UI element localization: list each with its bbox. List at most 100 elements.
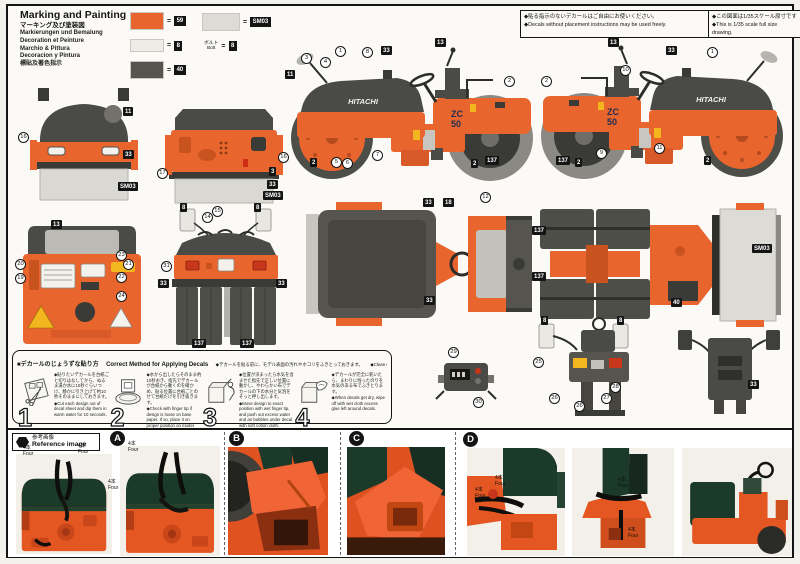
reference-photo [572,448,674,556]
title-spanish: Decoracion y Pintura [20,53,81,60]
bolt-label: ボルト Bolt [204,41,218,51]
equals-sign: = [167,66,172,74]
callout-square-40: 40 [671,298,682,307]
top-view-art [306,202,532,326]
title-italian: Marchio & Pittura [20,45,70,52]
equals-sign: = [243,18,248,26]
callout-square-11: 11 [123,107,134,116]
brand-logo: HITACHI [696,95,727,104]
title-chinese: 標貼及著色指示 [20,61,63,68]
title-german: Markierungen und Bemalung [20,30,103,37]
page-title: Marking and Painting [20,9,127,21]
color-swatch-darkgray [130,61,164,79]
reference-photo [682,448,792,556]
decal-step-text: ◆貼りたいデカールを台紙ごと切りはなしてから、ぬるま湯か水に10秒ぐらいつけ、静… [54,372,110,428]
reference-label-en: Reference image [32,441,87,449]
legend-row: = 8 [130,39,183,52]
callout-square-2: 2 [310,158,318,167]
callout-circle-2: 2 [541,76,552,87]
meter-part-art [435,363,497,400]
rear-mirrors-art [172,208,280,345]
callout-circle-26: 26 [574,401,585,412]
color-swatch-silver [130,39,164,52]
callout-square-13: 13 [435,38,446,47]
title-japanese: マーキング及び塗装図 [20,22,85,30]
callout-circle-29: 29 [448,347,459,358]
hexagon-icon [16,436,29,448]
section-divider [224,432,225,555]
operator-station-rear-diagram: 33 [668,322,793,417]
callout-circle-12: 12 [480,192,491,203]
step-text-ja: ◆位置が決まったら水気を含ませた指先で正しい位置に動かし、やわらかい布でデカール… [239,372,294,399]
callout-square-13: 13 [608,38,619,47]
callout-circle-2: 2 [504,76,515,87]
model-logo-bottom: 50 [607,117,617,127]
scale-note-en: ◆This is 1/35 scale full size drawing. [712,22,778,37]
callout-square-2: 2 [704,156,712,165]
callout-circle-31: 31 [161,261,172,272]
callout-square-3: 3 [269,167,277,176]
section-badge-d: D [463,432,478,447]
callout-circle-26: 26 [549,393,560,404]
front-view-art [30,88,138,201]
callout-square-137: 137 [485,156,500,165]
decal-guide-title-en: Correct Method for Applying Decals [106,362,209,368]
decal-step-3: ◆位置が決まったら水気を含ませた指先で正しい位置に動かし、やわらかい布でデカール… [202,372,295,432]
decal-step-text: ◆デカールが完全に乾いたら、まわりに残ったのりを水気のある布でふきとります。 ◆… [332,372,388,428]
callout-circle-6: 6 [342,158,353,169]
step-number: 3 [202,404,217,432]
paint-code: 8 [174,40,183,51]
title-french: Decoration et Peinture [20,38,85,45]
decal-step-1: ◆貼りたいデカールを台紙ごと切りはなしてから、ぬるま湯か水に10秒ぐらいつけ、静… [17,372,110,432]
callout-circle-14: 14 [202,212,213,223]
callout-square-SM03: SM03 [752,244,772,253]
decal-note-box: ◆貼る指示のないデカールはご自由にお使いください。 ◆Decals withou… [520,10,712,38]
callout-circle-11: 11 [654,143,665,154]
model-logo-bottom: 50 [451,119,461,129]
decal-step-4: ◆デカールが完全に乾いたら、まわりに残ったのりを水気のある布でふきとります。 ◆… [295,372,388,431]
callout-square-SM03: SM03 [118,182,138,191]
step-text-en: ◆Move design to exact position with wet … [239,400,293,428]
callout-circle-23: 23 [116,250,127,261]
callout-circle-21: 21 [123,259,134,270]
bolt-label-ja: ボルト [204,41,219,46]
legend-row-bolt: ボルト Bolt = 8 [204,41,237,52]
step-number: 2 [110,404,125,432]
decal-step-2: ◆水から出したらそのまま約10秒おき、指先でデカールが台紙から動くのを確かめ、貼… [110,372,203,439]
right-side-view-art: HITACHI ZC 50 [539,44,785,181]
paint-code: 40 [174,65,186,75]
legend-row: = 40 [130,61,186,79]
callout-square-2: 2 [471,159,479,168]
decal-step-text: ◆水から出したらそのまま約10秒おき、指先でデカールが台紙から動くのを確かめ、貼… [147,372,203,439]
bottom-view-art [540,203,781,327]
callout-square-137: 137 [556,156,571,165]
decal-guide-steps: ◆貼りたいデカールを台紙ごと切りはなしてから、ぬるま湯か水に10秒ぐらいつけ、静… [17,372,388,439]
callout-circle-5: 5 [331,157,342,168]
callout-circle-16: 16 [278,152,289,163]
step-text-ja: ◆デカールが完全に乾いたら、まわりに残ったのりを水気のある布でふきとります。 [331,372,384,394]
equals-sign: = [167,17,172,25]
callout-square-11: 11 [285,70,296,79]
callout-circle-19: 19 [15,273,26,284]
legend-row: = 59 [130,12,186,30]
callout-square-33: 33 [748,380,759,389]
console-detail-art [23,226,141,344]
callout-square-137: 137 [240,339,255,348]
reference-photo [228,447,328,555]
step-text-en: ◆When decals get dry, wipe off with wet … [331,395,385,411]
callout-circle-8: 8 [362,47,373,58]
decal-guide-note-en: ◆Clean model surface with wet cloth. [370,362,387,367]
decal-guide-title-ja: ■デカールのじょうずな貼り方 [17,362,99,368]
paint-code: SM03 [250,17,271,27]
paint-color-legend: = 59 = 8 = 40 = SM03 ボルト Bolt = 8 [130,12,290,84]
callout-square-137: 137 [192,339,207,348]
paint-code: 59 [174,16,186,26]
callout-circle-17: 17 [157,168,168,179]
callout-circle-16: 16 [18,132,29,143]
step-number: 1 [17,404,32,432]
callout-square-8: 8 [254,203,262,212]
